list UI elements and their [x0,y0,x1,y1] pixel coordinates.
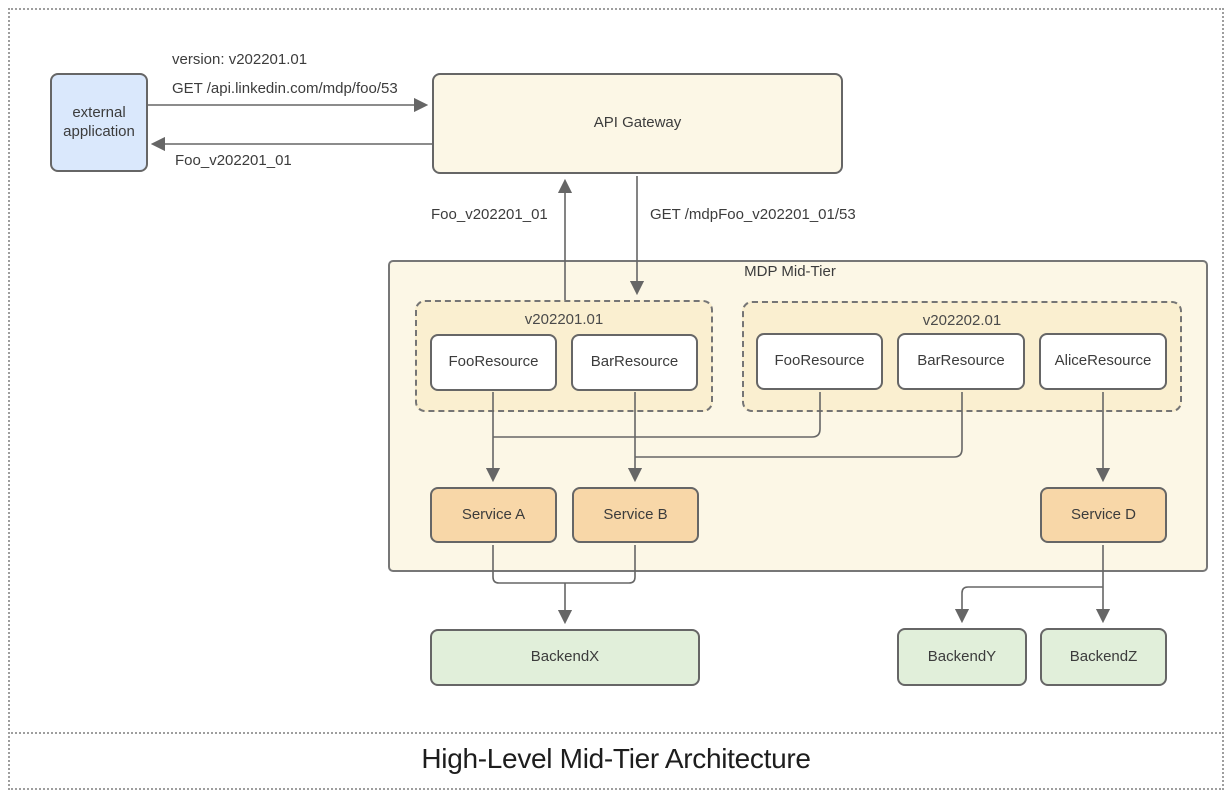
edge-label-midtier-response: Foo_v202201_01 [431,206,548,223]
edge-label-response: Foo_v202201_01 [175,152,292,169]
external-application-node: external application [50,73,148,172]
edge-label-get-request: GET /api.linkedin.com/mdp/foo/53 [172,80,398,97]
api-gateway-node: API Gateway [432,73,843,174]
v2-bar-resource-node: BarResource [897,333,1025,390]
service-b-node: Service B [572,487,699,543]
v2-alice-resource-node: AliceResource [1039,333,1167,390]
service-d-node: Service D [1040,487,1167,543]
edge-label-midtier-request: GET /mdpFoo_v202201_01/53 [650,206,856,223]
v1-bar-resource-node: BarResource [571,334,698,391]
v2-foo-resource-node: FooResource [756,333,883,390]
caption-separator [8,732,1224,734]
diagram-title: High-Level Mid-Tier Architecture [421,743,811,774]
version-group-v202201-label: v202201.01 [524,311,604,328]
backend-x-node: BackendX [430,629,700,686]
v1-foo-resource-node: FooResource [430,334,557,391]
mdp-midtier-label: MDP Mid-Tier [744,263,836,280]
backend-z-node: BackendZ [1040,628,1167,686]
version-group-v202202-label: v202202.01 [922,312,1002,329]
backend-y-node: BackendY [897,628,1027,686]
service-a-node: Service A [430,487,557,543]
edge-label-version: version: v202201.01 [172,51,308,68]
